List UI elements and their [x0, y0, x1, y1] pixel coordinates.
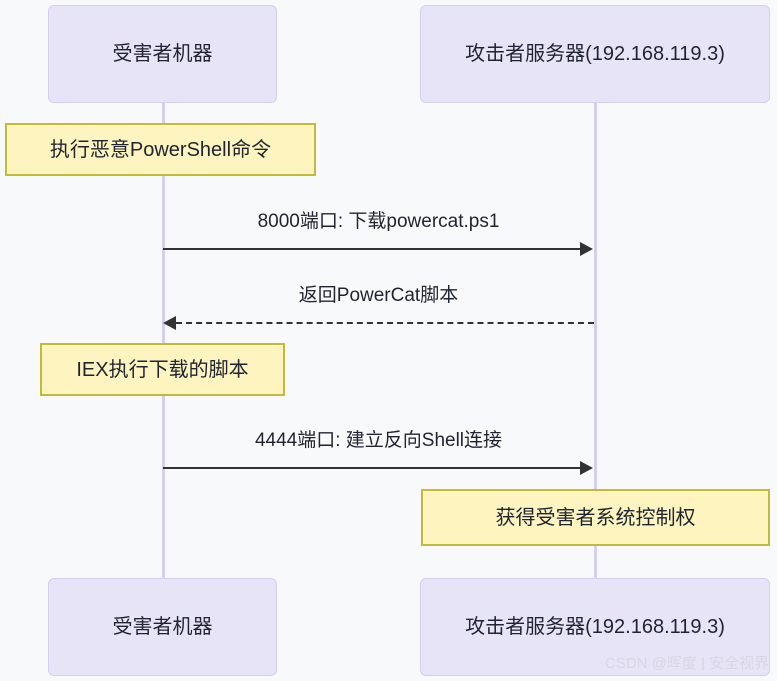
message-line-3 — [163, 467, 581, 469]
note-iex-execute-downloaded-script[interactable]: IEX执行下载的脚本 — [40, 343, 285, 396]
note-execute-malicious-powershell[interactable]: 执行恶意PowerShell命令 — [5, 123, 316, 176]
message-label-1: 8000端口: 下载powercat.ps1 — [257, 211, 500, 232]
note-gained-victim-system-control[interactable]: 获得受害者系统控制权 — [421, 489, 770, 546]
participant-box-attacker-bottom[interactable]: 攻击者服务器(192.168.119.3) — [420, 578, 770, 676]
participant-label-victim-top: 受害者机器 — [112, 43, 213, 65]
message-label-3: 4444端口: 建立反向Shell连接 — [254, 430, 503, 451]
watermark: CSDN @晖度 | 安全视界 — [605, 655, 770, 672]
note-label-3: 获得受害者系统控制权 — [495, 506, 696, 529]
lifeline-attacker — [594, 103, 597, 581]
participant-label-attacker-bottom: 攻击者服务器(192.168.119.3) — [465, 616, 725, 638]
participant-box-victim-bottom[interactable]: 受害者机器 — [48, 578, 277, 676]
note-label-1: 执行恶意PowerShell命令 — [49, 138, 272, 161]
message-arrowhead-2 — [163, 316, 176, 330]
participant-label-victim-bottom: 受害者机器 — [112, 616, 213, 638]
note-label-2: IEX执行下载的脚本 — [76, 358, 249, 381]
participant-label-attacker-top: 攻击者服务器(192.168.119.3) — [465, 43, 725, 65]
message-label-2: 返回PowerCat脚本 — [298, 285, 459, 306]
participant-box-victim-top[interactable]: 受害者机器 — [48, 5, 277, 103]
message-line-1 — [163, 248, 581, 250]
message-arrowhead-3 — [580, 461, 593, 475]
participant-box-attacker-top[interactable]: 攻击者服务器(192.168.119.3) — [420, 5, 770, 103]
message-arrowhead-1 — [580, 242, 593, 256]
lifeline-victim — [162, 103, 165, 581]
message-line-2 — [176, 322, 594, 324]
